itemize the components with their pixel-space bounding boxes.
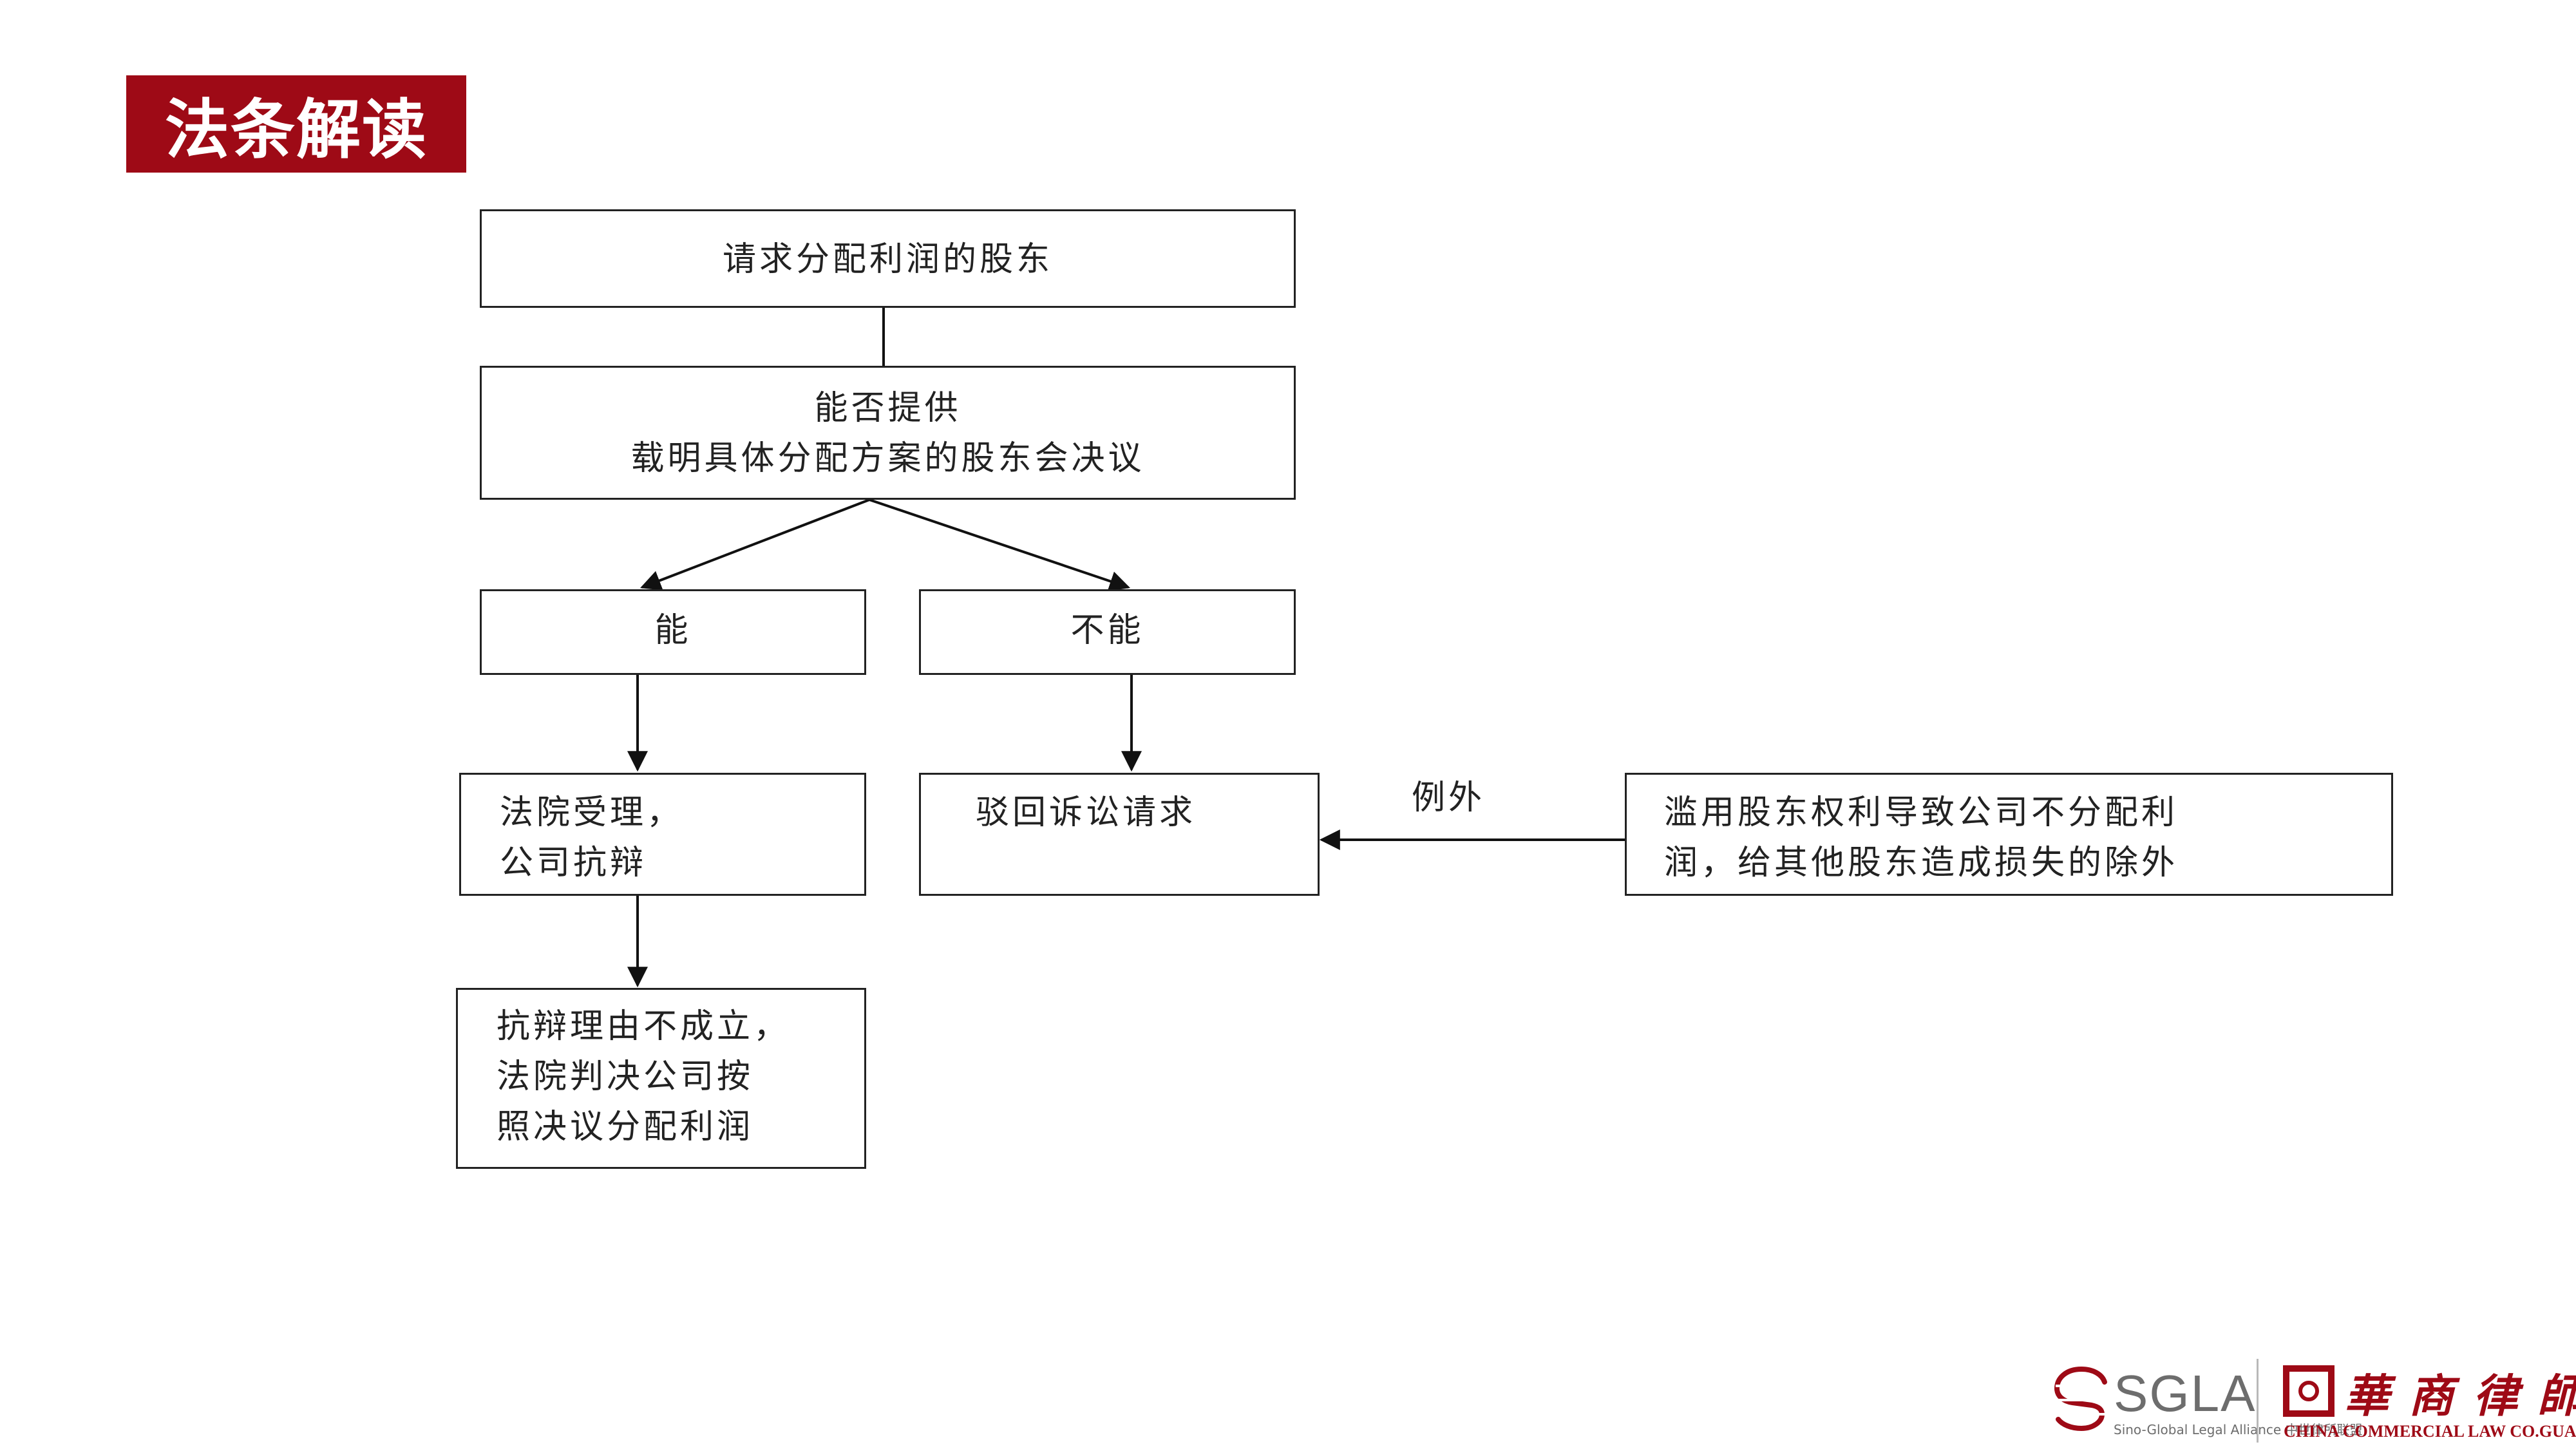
footer-divider [2257, 1359, 2259, 1443]
node-accept: 法院受理， 公司抗辩 [459, 773, 866, 896]
china-commercial-name: 華商律師 [2344, 1369, 2576, 1423]
node-result-line: 法院判决公司按 [497, 1057, 754, 1096]
node-result-line: 照决议分配利润 [497, 1108, 754, 1146]
node-exception-line: 滥用股东权利导致公司不分配利 [1664, 793, 2179, 832]
page-title: 法条解读 [126, 75, 466, 173]
node-reject: 驳回诉讼请求 [919, 773, 1320, 896]
china-commercial-english-name: CHINA COMMERCIAL LAW CO.GUANGDONG [2284, 1422, 2576, 1441]
node-accept-line: 公司抗辩 [500, 844, 647, 882]
node-reject-line: 驳回诉讼请求 [976, 793, 1197, 832]
node-accept-line: 法院受理， [500, 793, 684, 832]
node-exception: 滥用股东权利导致公司不分配利 润，给其他股东造成损失的除外 [1625, 773, 2393, 896]
node-exception-line: 润，给其他股东造成损失的除外 [1664, 844, 2179, 882]
node-decision-line: 能否提供 [814, 389, 961, 428]
node-yes-line: 能 [654, 611, 692, 650]
node-decision: 能否提供 载明具体分配方案的股东会决议 [480, 366, 1296, 500]
node-decision-line: 载明具体分配方案的股东会决议 [630, 439, 1145, 478]
arrow-decision-yes [640, 498, 870, 591]
node-start-line: 请求分配利润的股东 [722, 240, 1053, 279]
node-yes: 能 [480, 589, 866, 675]
sgla-wordmark: SGLA [2114, 1365, 2257, 1422]
node-no: 不能 [919, 589, 1296, 675]
node-no-line: 不能 [1070, 611, 1144, 650]
sgla-logo-icon [2054, 1367, 2107, 1432]
sgla-subtitle: Sino-Global Legal Alliance 中世律所联盟 [2114, 1422, 2363, 1437]
node-result-line: 抗辩理由不成立， [497, 1007, 791, 1046]
exception-label: 例外 [1412, 779, 1486, 817]
china-commercial-logo-icon [2283, 1365, 2334, 1417]
arrow-decision-no [869, 498, 1131, 591]
node-start: 请求分配利润的股东 [480, 209, 1296, 308]
node-result: 抗辩理由不成立， 法院判决公司按 照决议分配利润 [456, 988, 866, 1169]
